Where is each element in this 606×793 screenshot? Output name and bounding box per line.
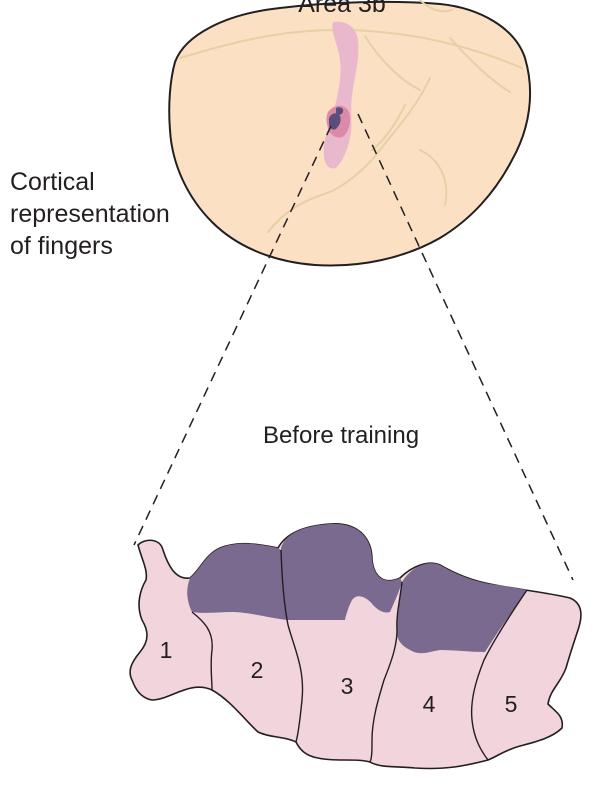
brain-illustration [168, 0, 532, 267]
sulcus-line [364, 35, 421, 91]
projection-line-right [357, 113, 574, 581]
finger-label-4: 4 [423, 691, 436, 717]
projection-lines [133, 113, 574, 581]
sulcus-line [371, 104, 406, 151]
cortical-region-dark-c [396, 563, 527, 654]
finger-map-miniature [329, 113, 341, 130]
finger-divider [369, 581, 403, 763]
finger-divider [470, 589, 528, 761]
sulcus-line [267, 191, 331, 233]
finger-divider [280, 549, 304, 743]
cortical-region-dark-b [281, 523, 402, 620]
sulcus-line [419, 0, 453, 13]
condition-label: Before training [263, 422, 419, 449]
cortical-label-line-2: representation [10, 200, 170, 228]
finger-label-3: 3 [341, 673, 354, 699]
cortical-label-line-1: Cortical [10, 168, 95, 196]
sulcus-line [329, 77, 431, 193]
area-label: Area 3b [298, 0, 386, 18]
cortical-region-dark-a [187, 543, 287, 620]
finger-divider [191, 611, 213, 691]
projection-line-left [133, 125, 332, 546]
finger-map-miniature [336, 107, 344, 115]
sulcus-line [449, 37, 511, 93]
finger-label-1: 1 [160, 637, 173, 663]
finger-label-5: 5 [505, 691, 518, 717]
finger-map: 1 2 3 4 5 [129, 523, 582, 770]
cortical-label-line-3: of fingers [10, 232, 113, 260]
finger-label-2: 2 [251, 657, 264, 683]
sulcus-line [179, 28, 523, 69]
sulcus-line [419, 149, 448, 206]
